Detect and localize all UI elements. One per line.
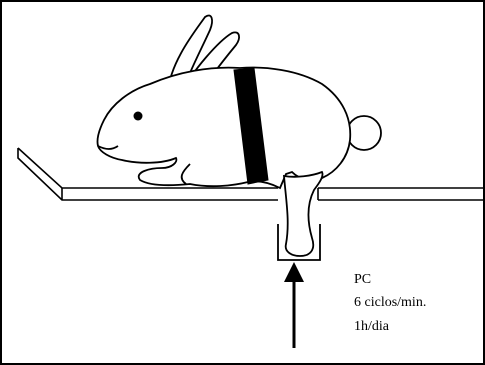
rabbit-eye xyxy=(134,112,143,121)
rabbit-tail xyxy=(347,116,381,150)
annotation-line-2: 6 ciclos/min. xyxy=(354,295,426,310)
annotation-line-1: PC xyxy=(354,272,371,287)
annotation-line-3: 1h/dia xyxy=(354,319,390,334)
